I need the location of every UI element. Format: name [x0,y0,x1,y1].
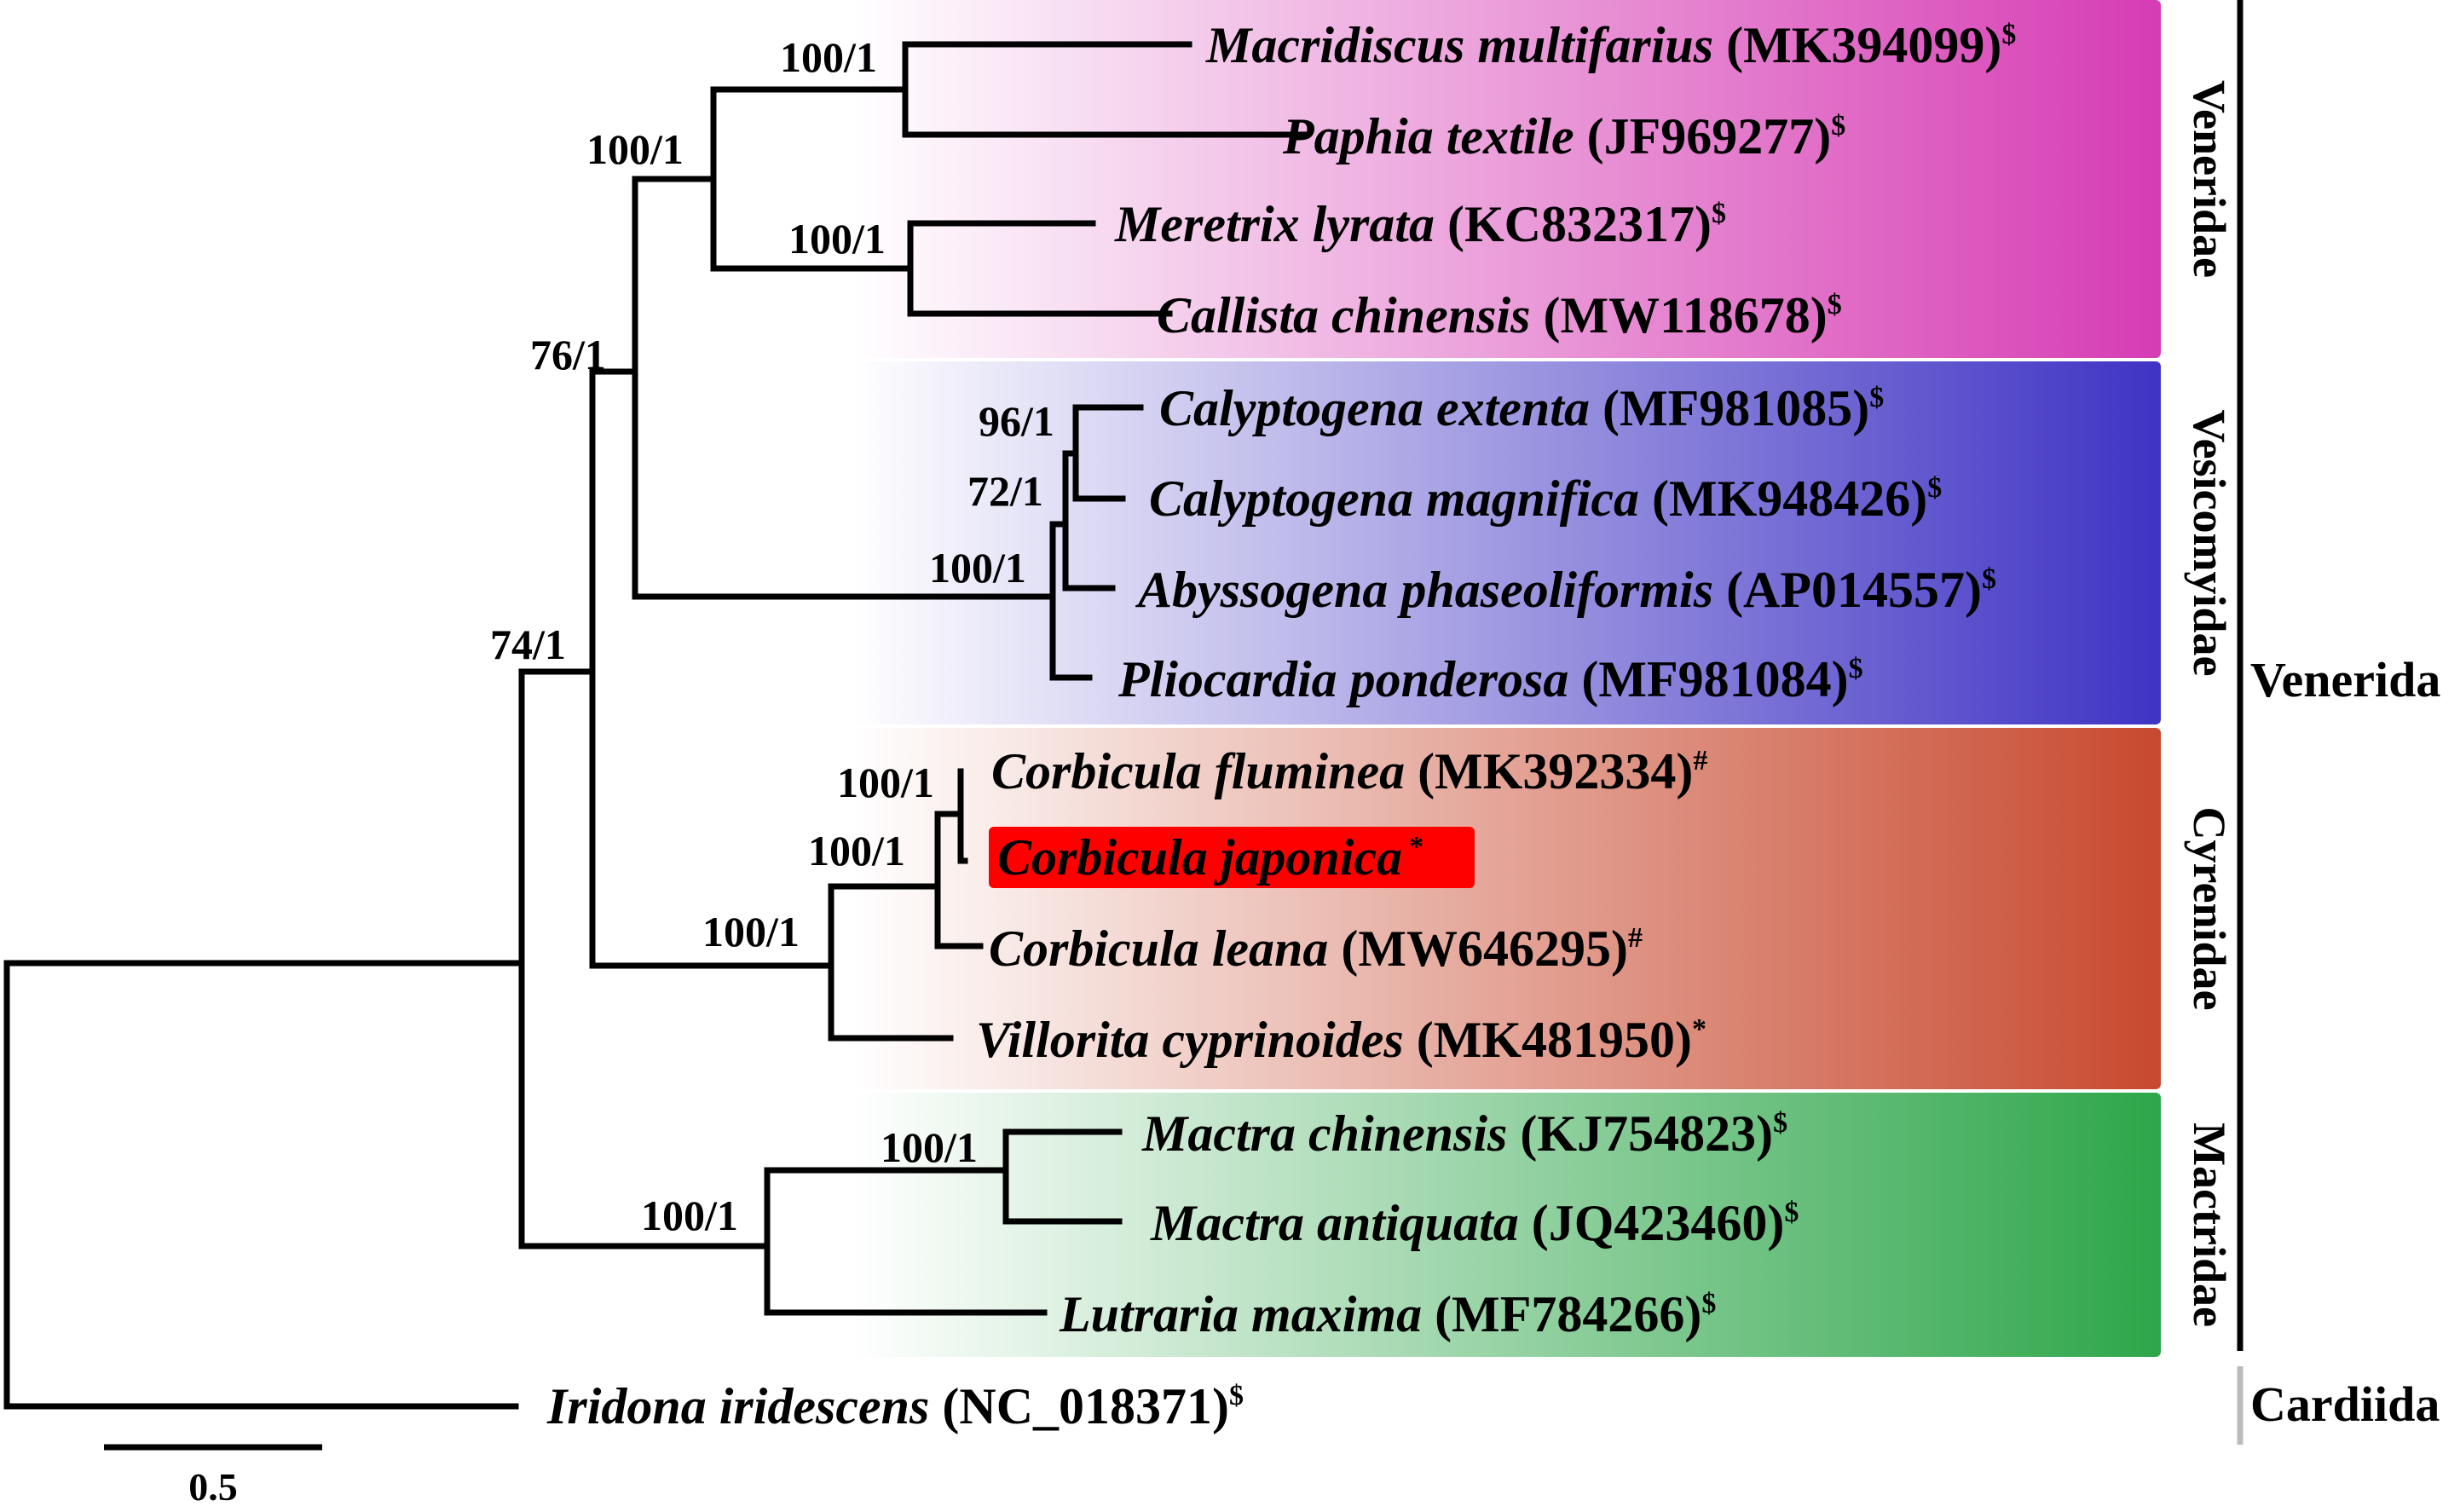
clade-label-cyrenidae: Cyrenidae [2184,807,2235,1011]
branch [1049,521,1093,681]
branch [589,368,834,969]
order-label-cardiida: Cardiida [2250,1376,2440,1432]
support-value: 76/1 [530,331,606,378]
tip-label: Paphia textile (JF969277)$ [1282,108,1845,164]
tip-label-highlighted: Corbicula japonica* [997,829,1423,886]
support-value: 100/1 [837,759,934,806]
support-value: 100/1 [702,908,800,955]
clade-label-mactridae: Mactridae [2184,1122,2235,1327]
tip-label: Pliocardia ponderosa (MF981084)$ [1117,651,1863,707]
support-value: 100/1 [586,125,684,173]
clade-label-veneridae: Veneridae [2184,80,2235,278]
support-value: 100/1 [808,827,905,874]
branch [934,811,984,949]
branch [907,220,1173,317]
branch [902,41,1309,138]
tip-label: Corbicula leana (MW646295)# [989,920,1643,977]
branch [518,668,771,1249]
tip-labels: Macridiscus multifarius (MK394099)$ Paph… [546,17,2016,1434]
order-label-venerida: Venerida [2250,652,2440,707]
clade-box-veneridae [852,0,2161,358]
tip-label: Calyptogena extenta (MF981085)$ [1159,380,1884,436]
tip-label: Abyssogena phaseoliformis (AP014557)$ [1135,562,1996,618]
branch [828,883,954,1042]
clade-box-vesicomyidae [852,361,2161,724]
support-value: 100/1 [641,1192,738,1239]
branch [764,1167,1048,1316]
clade-box-cyrenidae [852,728,2161,1089]
highlight-box [989,827,1475,888]
support-value: 100/1 [788,215,886,263]
tip-label: Iridona iridescens (NC_018371)$ [546,1378,1244,1434]
branch [1072,404,1126,502]
support-value: 72/1 [967,467,1043,515]
tip-label: Macridiscus multifarius (MK394099)$ [1205,17,2016,73]
branch [632,176,1056,600]
support-value: 96/1 [979,397,1054,445]
branch [710,86,914,272]
branch [957,768,968,864]
tip-label: Mactra antiquata (JQ423460)$ [1150,1195,1799,1251]
branch [1002,1128,1123,1225]
tip-label: Mactra chinensis (KJ754823)$ [1141,1105,1787,1162]
tip-label: Villorita cyprinoides (MK481950)* [976,1012,1706,1068]
tip-label: Calyptogena magnifica (MK948426)$ [1149,470,1942,527]
support-value: 100/1 [929,544,1026,592]
scale-bar-label: 0.5 [188,1465,238,1509]
tip-label: Callista chinensis (MW118678)$ [1157,287,1842,343]
support-values: 100/1 100/1 100/1 76/1 96/1 72/1 100/1 7… [490,33,1054,1239]
support-value: 74/1 [490,620,566,668]
tip-label: Corbicula fluminea (MK392334)# [991,743,1707,799]
support-value: 100/1 [780,33,877,81]
branch [1062,450,1116,592]
clade-label-vesicomyidae: Vesicomyidae [2184,410,2235,677]
clade-box-mactridae [852,1093,2161,1357]
tip-label: Meretrix lyrata (KC832317)$ [1114,196,1726,252]
branch [3,960,519,1410]
support-value: 100/1 [881,1123,978,1171]
tree-branches [3,41,1309,1410]
tip-label: Lutraria maxima (MF784266)$ [1059,1286,1716,1342]
